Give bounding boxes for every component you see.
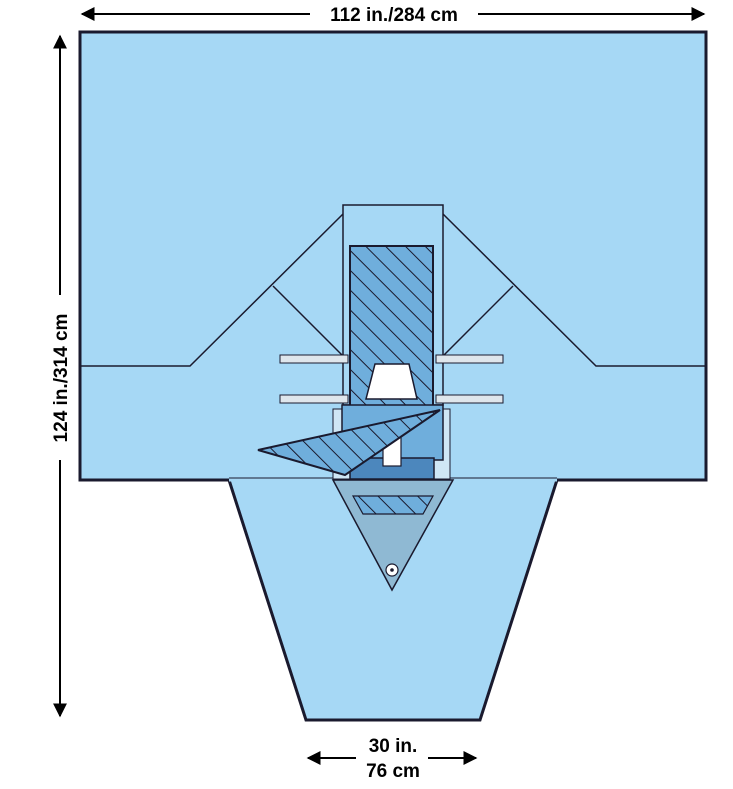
bottom-width-inches: 30 in. [369, 736, 418, 757]
fold-lines [80, 213, 706, 367]
collection-pouch [331, 479, 455, 592]
hatched-flap [257, 409, 441, 477]
arm-board-bars [279, 354, 504, 404]
bottom-width-cm: 76 cm [366, 761, 420, 782]
width-label: 112 in./284 cm [330, 5, 458, 26]
bottom-width-dimension: 30 in. 76 cm [306, 736, 478, 782]
fenestration-opening [365, 363, 418, 400]
width-dimension: 112 in./284 cm [80, 5, 706, 26]
height-label: 124 in./314 cm [51, 314, 72, 443]
height-dimension: 124 in./314 cm [51, 34, 72, 718]
